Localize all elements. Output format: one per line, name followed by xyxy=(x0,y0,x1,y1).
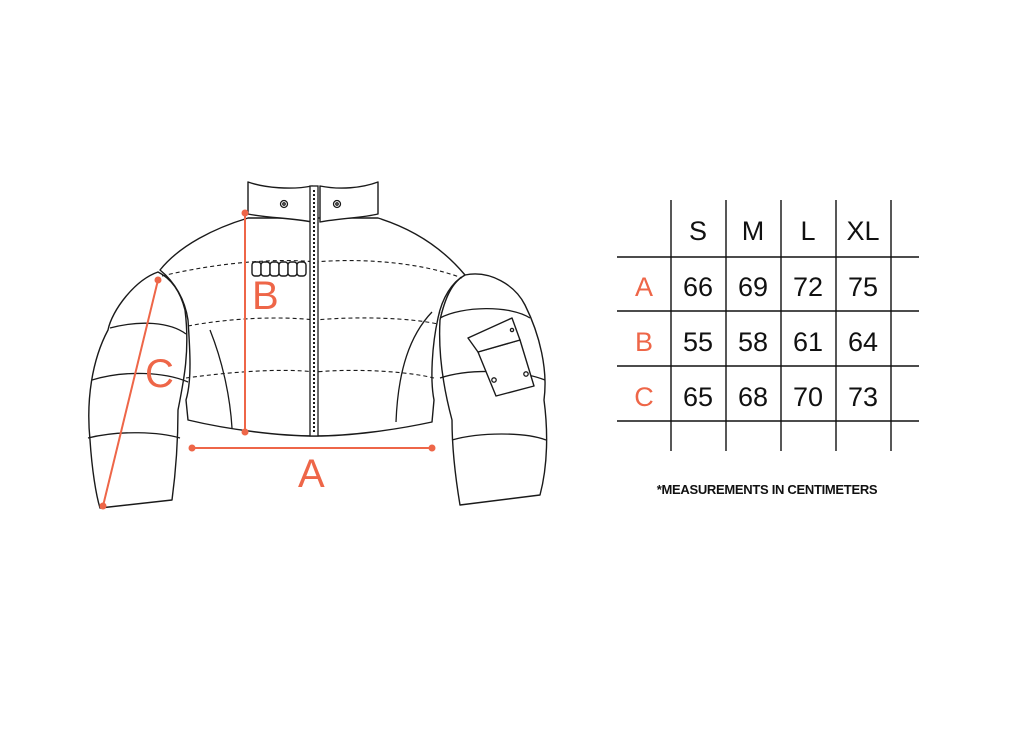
table-cell: 75 xyxy=(848,272,878,302)
size-header-l: L xyxy=(800,216,815,246)
size-header-s: S xyxy=(689,216,707,246)
sleeve-pocket xyxy=(467,317,535,397)
table-row-c: C 65 68 70 73 xyxy=(634,382,878,412)
measurement-c xyxy=(99,276,162,510)
table-cell: 61 xyxy=(793,327,823,357)
label-c: C xyxy=(145,352,174,396)
size-header-row: S M L XL xyxy=(689,216,880,246)
jacket-drawing: A B C xyxy=(87,181,548,510)
row-label-b: B xyxy=(635,327,653,357)
table-cell: 58 xyxy=(738,327,768,357)
measurement-b xyxy=(241,209,249,436)
size-header-m: M xyxy=(742,216,765,246)
size-header-xl: XL xyxy=(846,216,879,246)
measurement-a xyxy=(188,444,436,452)
table-cell: 55 xyxy=(683,327,713,357)
table-cell: 68 xyxy=(738,382,768,412)
row-label-a: A xyxy=(635,272,653,302)
jacket-zipper xyxy=(309,185,319,437)
table-row-b: B 55 58 61 64 xyxy=(635,327,878,357)
measurement-note: *MEASUREMENTS IN CENTIMETERS xyxy=(657,482,878,497)
table-cell: 65 xyxy=(683,382,713,412)
table-cell: 72 xyxy=(793,272,823,302)
table-cell: 73 xyxy=(848,382,878,412)
row-label-c: C xyxy=(634,382,654,412)
label-a: A xyxy=(298,452,325,496)
chest-patch xyxy=(251,261,307,277)
table-row-a: A 66 69 72 75 xyxy=(635,272,878,302)
label-b: B xyxy=(252,274,279,318)
table-cell: 70 xyxy=(793,382,823,412)
table-cell: 69 xyxy=(738,272,768,302)
left-sleeve xyxy=(87,271,211,509)
size-table: S M L XL A 66 69 72 75 B 55 58 61 64 C 6… xyxy=(617,200,919,497)
table-cell: 66 xyxy=(683,272,713,302)
table-cell: 64 xyxy=(848,327,878,357)
